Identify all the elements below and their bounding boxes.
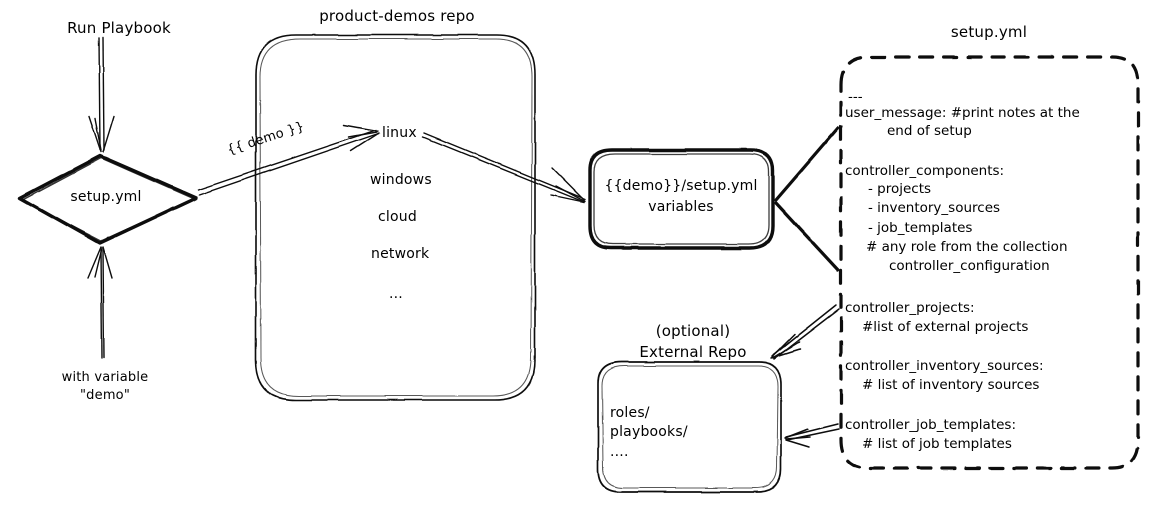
repo-item-ellipsis: ... [389,286,403,302]
connector-panel-to-vars [774,126,840,272]
vars-box-line2: variables [648,199,714,215]
vars-box-shape[interactable] [588,148,775,250]
start-note-line2: "demo" [79,388,131,403]
arrow-projects-to-external-repo [770,304,840,360]
yaml-controller-projects-key: controller_projects: [845,300,975,316]
yaml-user-message-line1: user_message: #print notes at the [845,105,1080,121]
arrow-run-playbook [88,37,115,153]
arrow-linux-to-vars [422,132,586,203]
yaml-controller-projects-comment: #list of external projects [862,319,1029,335]
yaml-controller-inventory-sources-key: controller_inventory_sources: [845,358,1044,374]
yaml-controller-inventory-sources-comment: # list of inventory sources [862,377,1040,393]
yaml-doc-start: --- [848,89,863,105]
repo-item-cloud: cloud [378,209,417,225]
setup-yml-panel-title: setup.yml [950,23,1028,41]
start-note-line1: with variable [61,370,149,385]
product-demos-repo-title: product-demos repo [319,7,475,25]
external-repo-item-ellipsis: .... [610,444,629,460]
yaml-user-message-line2: end of setup [887,123,972,139]
external-repo-item-roles: roles/ [610,405,650,421]
yaml-controller-components-comment-line1: # any role from the collection [866,239,1068,255]
yaml-controller-components-item-inventory-sources: - inventory_sources [868,200,1001,216]
yaml-controller-components-comment-line2: controller_configuration [889,258,1050,274]
vars-box-line1: {{demo}}/setup.yml [604,178,758,194]
yaml-controller-job-templates-key: controller_job_templates: [845,417,1017,433]
yaml-controller-components-item-projects: - projects [868,181,932,197]
repo-item-network: network [371,246,430,262]
product-demos-repo-box-shape[interactable] [255,34,536,401]
repo-item-linux: linux [382,125,417,141]
yaml-controller-job-templates-comment: # list of job templates [862,436,1012,452]
external-repo-title-line1: (optional) [655,322,731,340]
external-repo-title-line2: External Repo [639,343,747,361]
arrow-demo-to-linux [197,124,380,196]
decision-node-label: setup.yml [70,189,142,205]
start-label: Run Playbook [67,19,171,37]
external-repo-box-shape[interactable] [597,361,782,493]
repo-item-windows: windows [370,172,432,188]
decision-node-setup-yml-shape[interactable] [18,154,198,245]
yaml-controller-components-key: controller_components: [845,163,1005,179]
yaml-controller-components-item-job-templates: - job_templates [868,220,973,236]
setup-yml-panel-shape[interactable] [839,55,1140,470]
external-repo-item-playbooks: playbooks/ [610,424,688,440]
arrow-with-variable [87,246,113,359]
arrow-job-templates-to-external-repo [784,423,840,448]
